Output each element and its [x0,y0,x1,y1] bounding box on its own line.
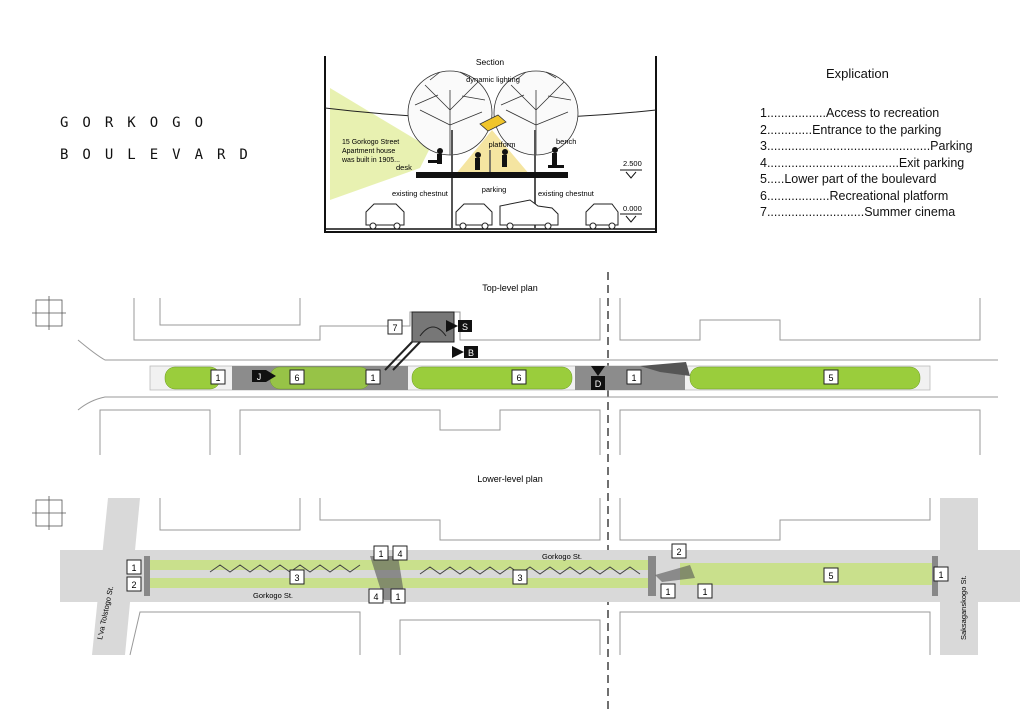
marker-5: 5 [828,373,833,383]
explication-heading: Explication [826,66,889,81]
lower-level-plan: Lower-level plan 1 2 [32,474,1020,656]
label-desk: desk [396,163,412,172]
lamp-icon [479,114,507,132]
tree-left [407,70,493,156]
title-line-2: BOULEVARD [60,147,262,163]
marker-D: D [595,379,602,389]
explication-item: 1.................Access to recreation [760,106,940,120]
top-plan-heading: Top-level plan [482,283,538,293]
label-chestnut-left: existing chestnut [392,189,449,198]
marker-J: J [257,372,262,382]
marker-L2a: 2 [131,580,136,590]
marker-L1a: 1 [131,563,136,573]
tree-rows-top [164,366,921,390]
marker-L3b: 3 [517,573,522,583]
people-figures [428,147,564,170]
marker-L3a: 3 [294,573,299,583]
marker-L4a: 4 [397,549,402,559]
marker-L4b: 4 [373,592,378,602]
lower-plan-heading: Lower-level plan [477,474,543,484]
marker-B: B [468,348,474,358]
level-markers [620,169,642,223]
label-history-3: was built in 1905... [341,157,400,164]
marker-6a: 6 [294,373,299,383]
label-dynamic-lighting: dynamic lighting [466,75,520,84]
marker-S: S [462,322,468,332]
marker-1c: 1 [631,373,636,383]
street-gorkogo-top: Gorkogo St. [542,552,582,561]
light-cone-center [455,130,530,175]
level-bottom-label: 0.000 [623,204,642,213]
building-outlines-top [77,298,998,455]
top-level-plan: Top-level plan [32,283,998,455]
top-plan-markers: 7 S B 1 J 6 1 6 D 1 5 [210,319,839,390]
crosshair-icon-top [32,296,66,330]
marker-6b: 6 [516,373,521,383]
explication-item: 7............................Summer cine… [760,205,956,219]
explication-item: 6..................Recreational platform [760,188,949,203]
title-line-1: GORKOGO [60,115,218,131]
marker-L1f: 1 [938,570,943,580]
street-gorkogo-bottom: Gorkogo St. [253,591,293,600]
parking-zone-2 [419,566,641,575]
explication-list: 1.................Access to recreation 2… [760,105,973,221]
cars [365,199,619,230]
section-frame [324,56,657,233]
marker-1b: 1 [370,373,375,383]
explication-item: 5.....Lower part of the boulevard [760,172,937,186]
explication-item: 2.............Entrance to the parking [760,122,942,137]
building-outlines-lower [129,498,931,656]
label-history-2: Apartment house [342,148,395,155]
section-drawing: Section dynamic lighting platform bench … [324,56,657,233]
label-history-1: 15 Gorkogo Street [342,139,399,146]
marker-L2b: 2 [676,547,681,557]
crosshair-icon-lower [32,496,66,530]
marker-L1e: 1 [702,587,707,597]
label-bench: bench [556,137,576,146]
street-saksaganskogo: Saksaganskogo St. [959,575,968,640]
section-heading: Section [476,57,505,67]
marker-L5: 5 [828,571,833,581]
label-platform: platform [488,140,515,149]
platform-deck [416,172,568,178]
parking-zone-1 [209,564,361,573]
marker-L1d: 1 [665,587,670,597]
label-parking: parking [482,185,507,194]
marker-L1c: 1 [395,592,400,602]
marker-1a: 1 [215,373,220,383]
marker-L1b: 1 [378,549,383,559]
lower-plan-markers: 1 2 3 1 4 4 1 3 2 1 1 5 1 [126,543,949,604]
marker-7: 7 [392,323,397,333]
lower-boulevard [680,563,935,585]
tree-right [493,70,579,156]
explication-item: 3.......................................… [760,139,973,153]
label-chestnut-right: existing chestnut [538,189,595,198]
level-top-label: 2.500 [623,159,642,168]
light-cone-left [330,88,430,200]
explication-item: 4......................................E… [760,155,965,170]
